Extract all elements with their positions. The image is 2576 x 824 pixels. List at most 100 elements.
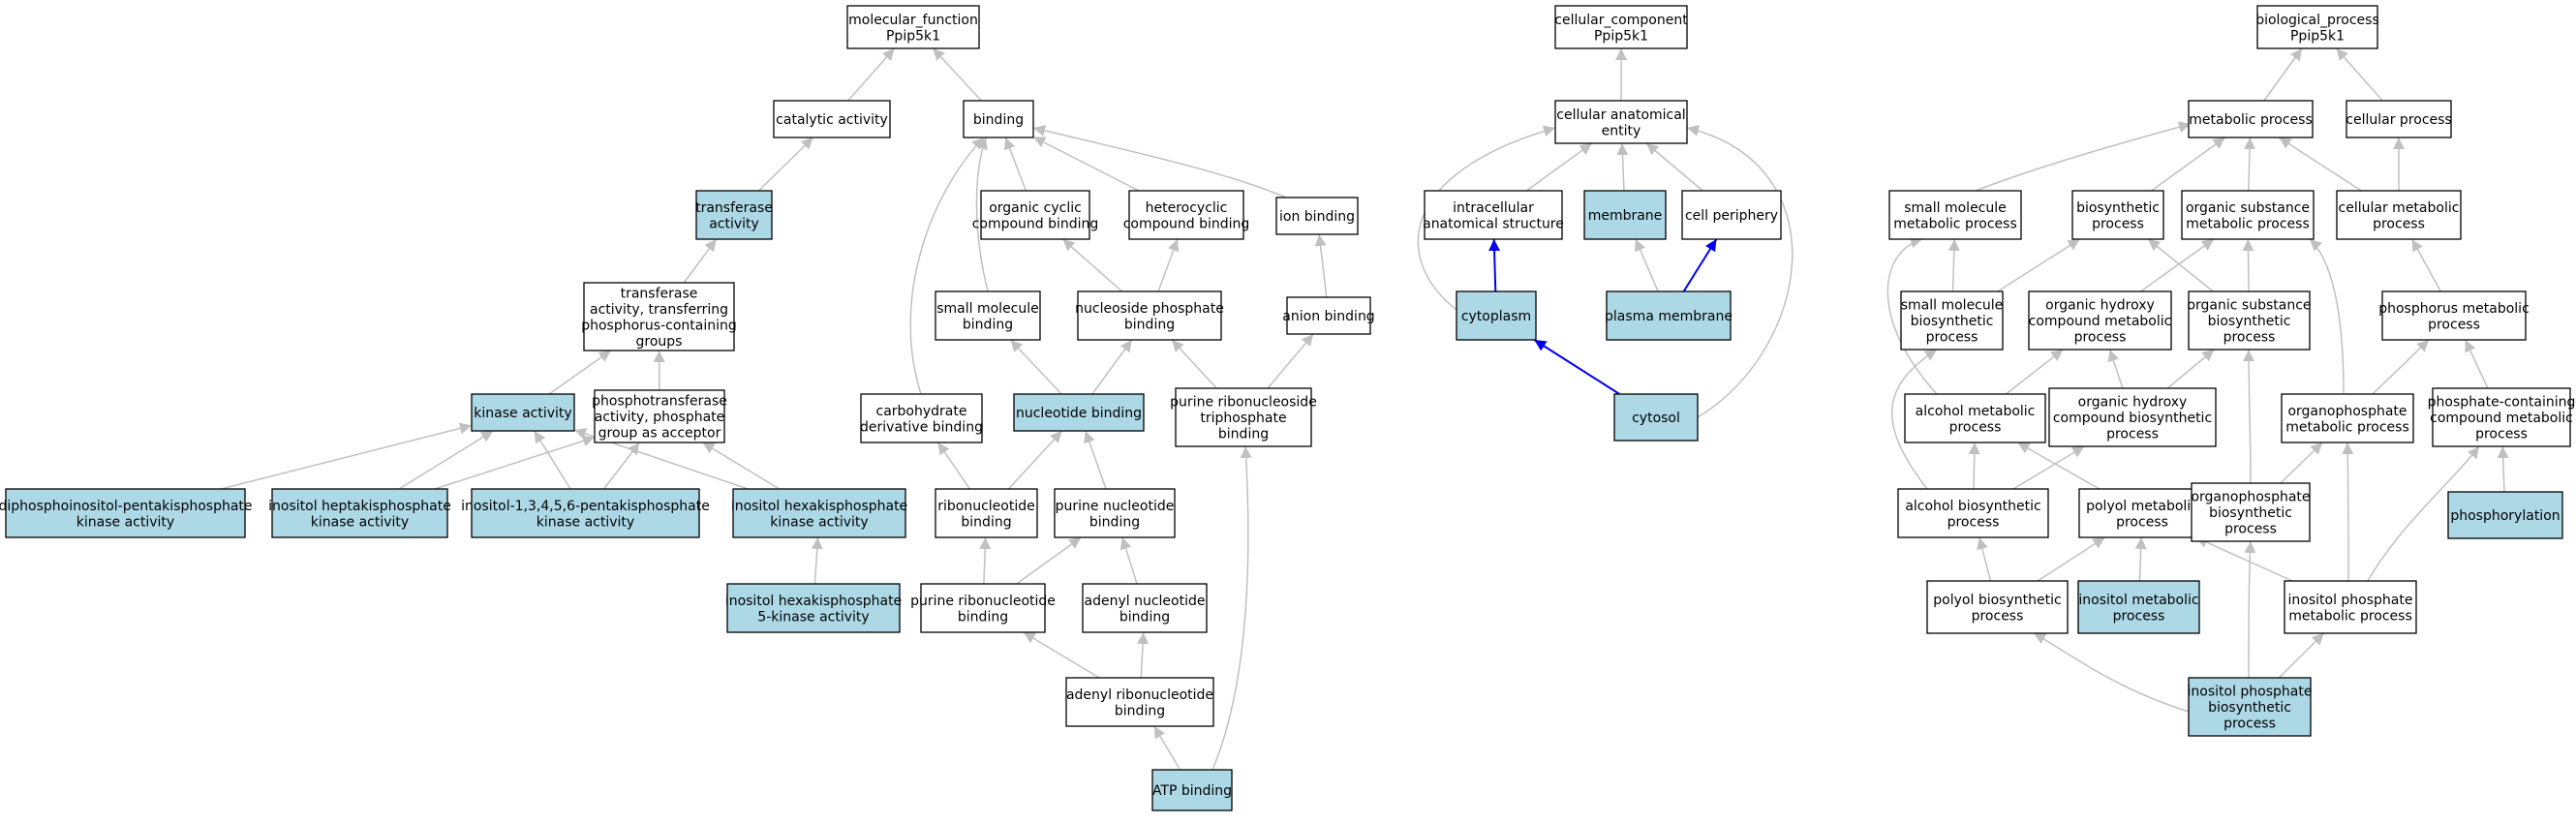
- node-cellular-process[interactable]: cellular process: [2346, 100, 2452, 138]
- node-box: [2432, 387, 2571, 447]
- edge-org_hydroxy_bios-to-org_hydroxy_met: [2107, 349, 2124, 389]
- node-atp[interactable]: ATP binding: [1151, 769, 1233, 811]
- node-label-line: process: [2373, 216, 2425, 231]
- node-box: [1681, 190, 1782, 240]
- edge-transferase-to-catalytic: [757, 137, 814, 192]
- edge-ihepta-to-kinase: [398, 430, 494, 490]
- node-cytoplasm[interactable]: cytoplasm: [1456, 290, 1537, 341]
- edge-purine_rnt-to-purine_nt: [1016, 536, 1082, 585]
- node-label-line: compound metabolic: [2430, 411, 2573, 426]
- node-label-line: transferase: [695, 200, 773, 216]
- node-binding[interactable]: binding: [963, 100, 1034, 138]
- node-box: [2181, 190, 2315, 240]
- node-catalytic[interactable]: catalytic activity: [773, 100, 891, 138]
- node-metabolic[interactable]: metabolic process: [2188, 100, 2314, 138]
- node-cytosol[interactable]: cytosol: [1613, 393, 1699, 442]
- node-label-line: binding: [1119, 609, 1170, 625]
- node-cell-periphery[interactable]: cell periphery: [1681, 190, 1782, 240]
- node-plasma-membrane[interactable]: plasma membrane: [1605, 290, 1733, 341]
- node-ion-binding[interactable]: ion binding: [1275, 197, 1359, 235]
- node-label-line: process: [2224, 522, 2277, 537]
- edge-cytosol-to-cae: [1686, 124, 1794, 418]
- node-nucleotide-binding[interactable]: nucleotide binding: [1013, 393, 1145, 432]
- edge-carb_deriv-to-binding: [909, 137, 985, 395]
- node-phosphorylation[interactable]: phosphorylation: [2447, 491, 2563, 539]
- node-label-line: binding: [1115, 703, 1165, 718]
- edge-alcohol_met-to-small_mol_met: [1886, 236, 1938, 395]
- node-label-line: alcohol biosynthetic: [1905, 499, 2040, 514]
- node-box: [2071, 190, 2164, 240]
- node-diphospho[interactable]: diphosphoinositol-pentakisphosphatekinas…: [0, 488, 253, 538]
- node-kinase[interactable]: kinase activity: [471, 393, 575, 432]
- edge-nucleoside_p_binding-to-heterocyclic: [1157, 238, 1180, 292]
- node-label-line: Ppip5k1: [2290, 28, 2345, 44]
- node-membrane[interactable]: membrane: [1583, 190, 1667, 240]
- node-label-line: organophosphate: [2191, 490, 2310, 505]
- node-ipenta[interactable]: inositol-1,3,4,5,6-pentakisphosphatekina…: [461, 488, 710, 538]
- node-box: [583, 282, 735, 351]
- node-label-line: binding: [963, 317, 1013, 332]
- node-box: [1077, 290, 1222, 341]
- node-box: [2188, 100, 2314, 138]
- node-label-line: purine nucleotide: [1056, 499, 1175, 514]
- edge-kinase-to-transferase_p: [548, 350, 612, 395]
- node-box: [1897, 488, 2049, 538]
- node-label-line: organic hydroxy: [2045, 298, 2155, 314]
- node-box: [1082, 583, 1208, 633]
- node-anion-binding[interactable]: anion binding: [1282, 296, 1375, 335]
- node-label-line: compound biosynthetic: [2053, 411, 2212, 426]
- node-label-line: ATP binding: [1152, 783, 1232, 799]
- edge-purine_rntp-to-nucleoside_p_binding: [1171, 339, 1217, 389]
- node-label-line: activity: [709, 216, 759, 231]
- node-label-line: process: [2113, 608, 2165, 624]
- node-label-line: organic cyclic: [989, 200, 1082, 216]
- node-label-line: process: [2074, 330, 2127, 346]
- node-label-line: biosynthetic: [2076, 200, 2160, 216]
- node-label-line: metabolic process: [2189, 112, 2313, 128]
- edge-small_mol_binding-to-binding: [975, 137, 989, 292]
- node-label-line: phosphate-containing: [2428, 395, 2576, 411]
- node-box: [695, 190, 773, 240]
